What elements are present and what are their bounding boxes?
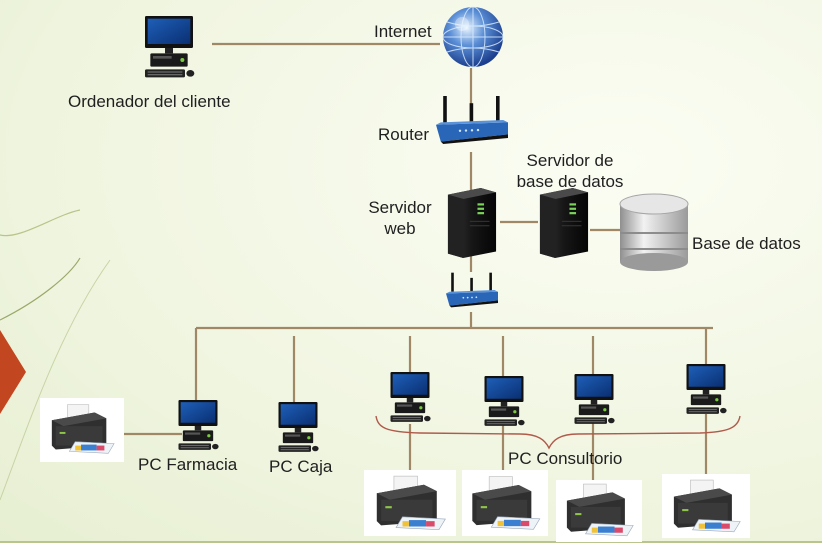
- server-tower-icon: [447, 188, 497, 258]
- pc-consult-1-icon: [390, 372, 431, 422]
- pc-cashier-icon: [278, 402, 319, 452]
- web-server-label-line-1: Servidor: [368, 198, 432, 217]
- globe-icon: [442, 6, 504, 68]
- pc-consult-3-icon: [574, 374, 615, 424]
- pc-pharmacy-icon: [178, 400, 219, 450]
- pc-cashier-label: PC Caja: [269, 457, 333, 476]
- database-label: Base de datos: [692, 234, 801, 253]
- client-label: Ordenador del cliente: [68, 92, 231, 111]
- web-server-label: Servidor web: [360, 197, 440, 239]
- pc-consult-2-icon: [484, 376, 525, 426]
- db-server-tower-icon: [539, 188, 589, 258]
- pc-pharmacy-label: PC Farmacia: [138, 455, 238, 474]
- printer-consult-3: [556, 480, 642, 542]
- printer-consult-1: [364, 470, 456, 536]
- bottom-rule: [0, 541, 822, 543]
- consultorio-brace: [375, 415, 741, 450]
- pc-consult-label: PC Consultorio: [508, 449, 623, 468]
- desktop-computer-icon: [145, 16, 195, 78]
- web-server-label-line-2: web: [384, 219, 416, 238]
- router-label: Router: [378, 125, 430, 144]
- decor-curve-1: [0, 209, 81, 237]
- accent-triangle: [0, 330, 26, 414]
- db-server-label-line-1: Servidor de: [526, 151, 614, 170]
- connection-lines: [110, 42, 713, 482]
- printer-consult-2: [462, 470, 548, 536]
- pc-consult-4-icon: [686, 364, 727, 414]
- printer-pharmacy: [40, 398, 124, 462]
- db-server-label-line-2: base de datos: [516, 172, 624, 191]
- database-cylinder-icon: [619, 193, 689, 271]
- decor-curve-3: [0, 259, 111, 501]
- db-server-label: Servidor de base de datos: [500, 150, 640, 192]
- internet-label: Internet: [374, 22, 432, 41]
- decor-curve-2: [0, 257, 81, 321]
- printer-consult-4: [662, 474, 750, 538]
- lan-router-icon: [446, 272, 498, 308]
